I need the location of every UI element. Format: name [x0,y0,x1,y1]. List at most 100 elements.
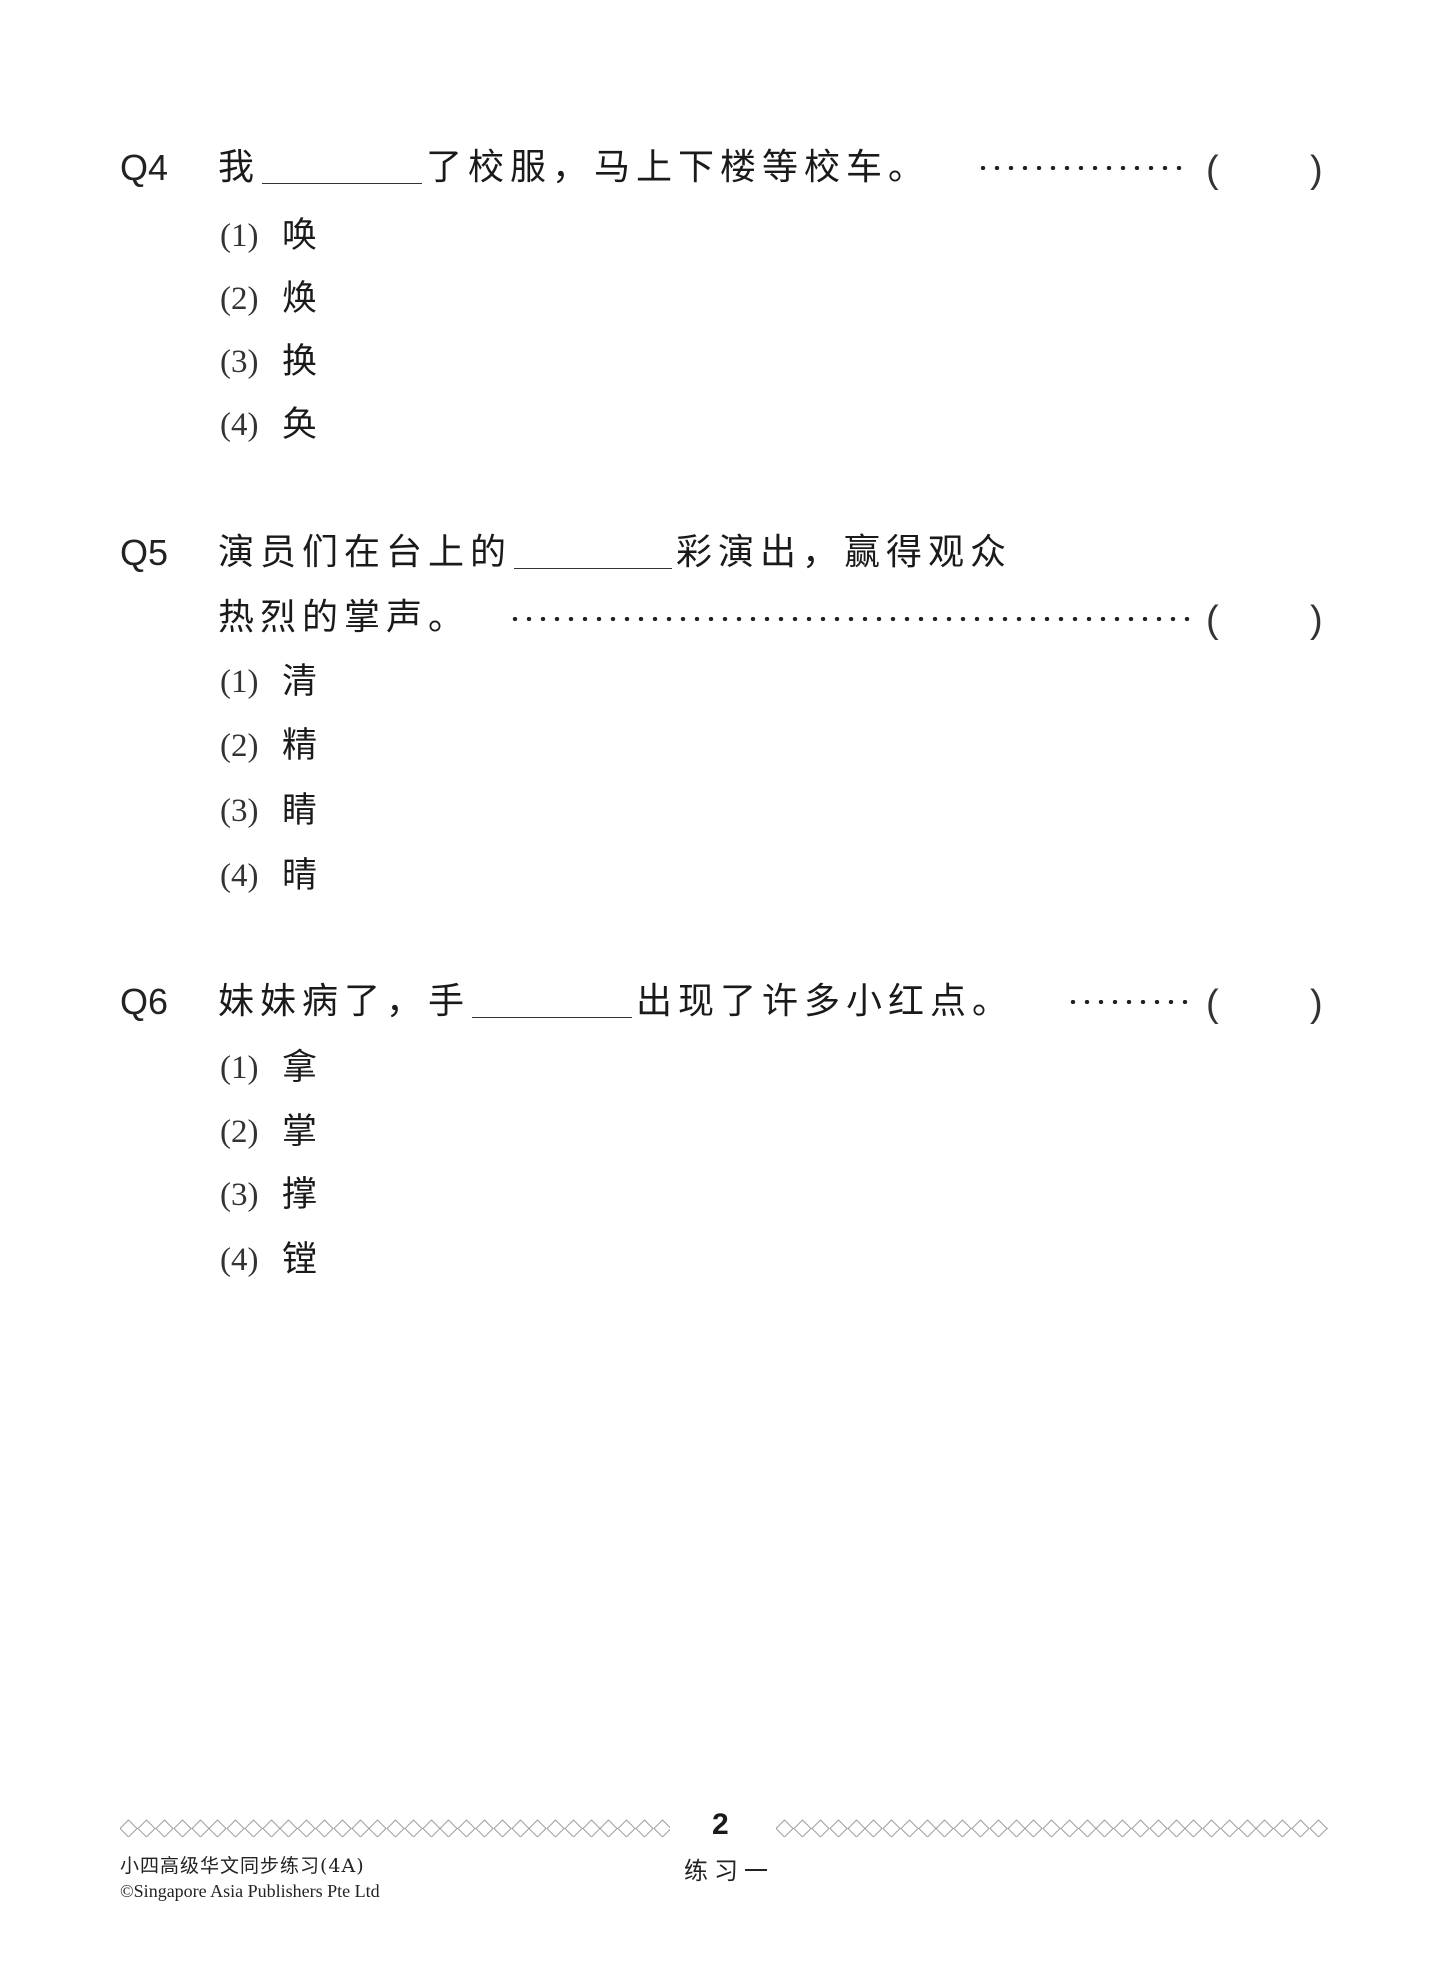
diamond-ornament [635,1819,654,1837]
option-text: 撑 [282,1175,318,1215]
q6-option-3[interactable]: (3)撑 [220,1173,317,1217]
diamond-ornament [333,1819,352,1837]
q6-option-4[interactable]: (4) 镗 [220,1238,317,1282]
diamond-ornament [917,1819,937,1837]
diamond-ornament [297,1819,316,1837]
q4-answer-box[interactable] [1225,148,1310,192]
diamond-ornament [457,1819,476,1837]
q5-leader-dots [508,617,1190,621]
q6-text-before: 妹妹病了，手 [218,981,471,1022]
diamond-ornament [1060,1819,1079,1837]
q4-answer-open-paren: ( [1206,149,1219,191]
diamond-ornament [173,1819,192,1837]
question-text-q5-line1: 演员们在台上的 彩演出，赢得观众 [218,531,1012,575]
q6-option-2[interactable]: (2) 掌 [220,1110,317,1154]
diamond-ornament [244,1819,263,1837]
option-number: (2) [220,728,259,764]
option-number: (4) [220,407,259,443]
diamond-ornament [208,1819,227,1837]
diamond-ornament [421,1819,441,1837]
q6-answer-open-paren: ( [1206,983,1219,1025]
q6-option-1[interactable]: (1)拿 [220,1046,317,1090]
diamond-ornament [493,1819,512,1837]
option-text: 焕 [282,279,318,319]
question-text-q6: 妹妹病了，手 出现了许多小红点。 [218,980,1014,1024]
question-text-q5-line2: 热烈的掌声。 [218,596,470,640]
q5-text-line2: 热烈的掌声。 [218,597,471,638]
q5-option-4[interactable]: (4) 晴 [220,854,317,898]
option-text: 晴 [282,856,318,896]
q4-answer-close-paren: ) [1310,149,1323,191]
diamond-ornament [1006,1819,1026,1837]
q6-answer-close-paren: ) [1310,983,1323,1025]
q5-answer-box[interactable] [1225,598,1310,642]
diamond-ornament [1220,1819,1239,1837]
diamond-ornament [1326,1819,1328,1837]
diamond-ornament [953,1819,972,1837]
q4-leader-dots [976,166,1188,170]
diamond-ornament [404,1819,423,1837]
option-text: 精 [282,726,318,766]
option-number: (3) [220,793,259,829]
q5-option-3[interactable]: (3) 睛 [220,789,317,833]
q6-answer-blank[interactable] [472,987,633,1018]
diamond-ornament [1273,1819,1292,1837]
diamond-ornament [475,1819,494,1837]
copyright-text: ©Singapore Asia Publishers Pte Ltd [120,1881,380,1901]
diamond-ornament [1095,1819,1115,1837]
option-text: 唤 [282,216,318,256]
book-title: 小四高级华文同步练习(4A) [120,1855,365,1877]
option-text: 拿 [282,1048,318,1088]
option-number: (3) [220,344,259,380]
diamond-ornament [279,1819,299,1837]
footer-diamond-border-right [776,1819,1328,1837]
diamond-ornament [190,1819,210,1837]
question-label-q4: Q4 [120,147,169,188]
diamond-ornament [935,1819,955,1837]
diamond-ornament [829,1819,848,1837]
option-text: 清 [282,662,318,702]
diamond-ornament [1166,1819,1186,1837]
q6-text-after: 出现了许多小红点。 [636,981,1015,1022]
question-label-q5: Q5 [120,532,169,573]
diamond-ornament [1077,1819,1097,1837]
q5-text-before: 演员们在台上的 [218,532,513,573]
option-text: 睛 [282,791,318,831]
diamond-ornament [528,1819,548,1837]
diamond-ornament [617,1819,636,1837]
q4-answer-blank[interactable] [262,153,423,184]
diamond-ornament [1291,1819,1310,1837]
q6-answer-box[interactable] [1225,982,1310,1026]
diamond-ornament [546,1819,565,1837]
q4-option-1[interactable]: (1) 唤 [220,214,317,258]
q6-leader-dots [1066,1000,1192,1004]
diamond-ornament [846,1819,866,1837]
diamond-ornament [315,1819,334,1837]
option-text: 镗 [282,1240,318,1280]
q5-option-2[interactable]: (2) 精 [220,724,317,768]
q4-option-4[interactable]: (4) 奂 [220,403,317,447]
option-number: (2) [220,1114,259,1150]
option-text: 掌 [282,1112,318,1152]
diamond-ornament [793,1819,812,1837]
option-number: (1) [220,218,259,254]
q5-text-after: 彩演出，赢得观众 [676,532,1013,573]
diamond-ornament [653,1819,670,1837]
diamond-ornament [811,1819,830,1837]
diamond-ornament [900,1819,919,1837]
option-number: (4) [220,1242,259,1278]
diamond-ornament [350,1819,370,1837]
q5-answer-blank[interactable] [514,538,673,569]
diamond-ornament [368,1819,388,1837]
option-number: (4) [220,858,259,894]
q4-option-2[interactable]: (2)焕 [220,277,317,321]
q4-option-3[interactable]: (3)换 [220,340,317,384]
option-text: 奂 [282,405,318,445]
q5-option-1[interactable]: (1)清 [220,660,317,704]
diamond-ornament [1149,1819,1168,1837]
diamond-ornament [439,1819,459,1837]
question-label-q6: Q6 [120,981,169,1022]
diamond-ornament [1309,1819,1328,1837]
diamond-ornament [1202,1819,1221,1837]
diamond-ornament [261,1819,281,1837]
